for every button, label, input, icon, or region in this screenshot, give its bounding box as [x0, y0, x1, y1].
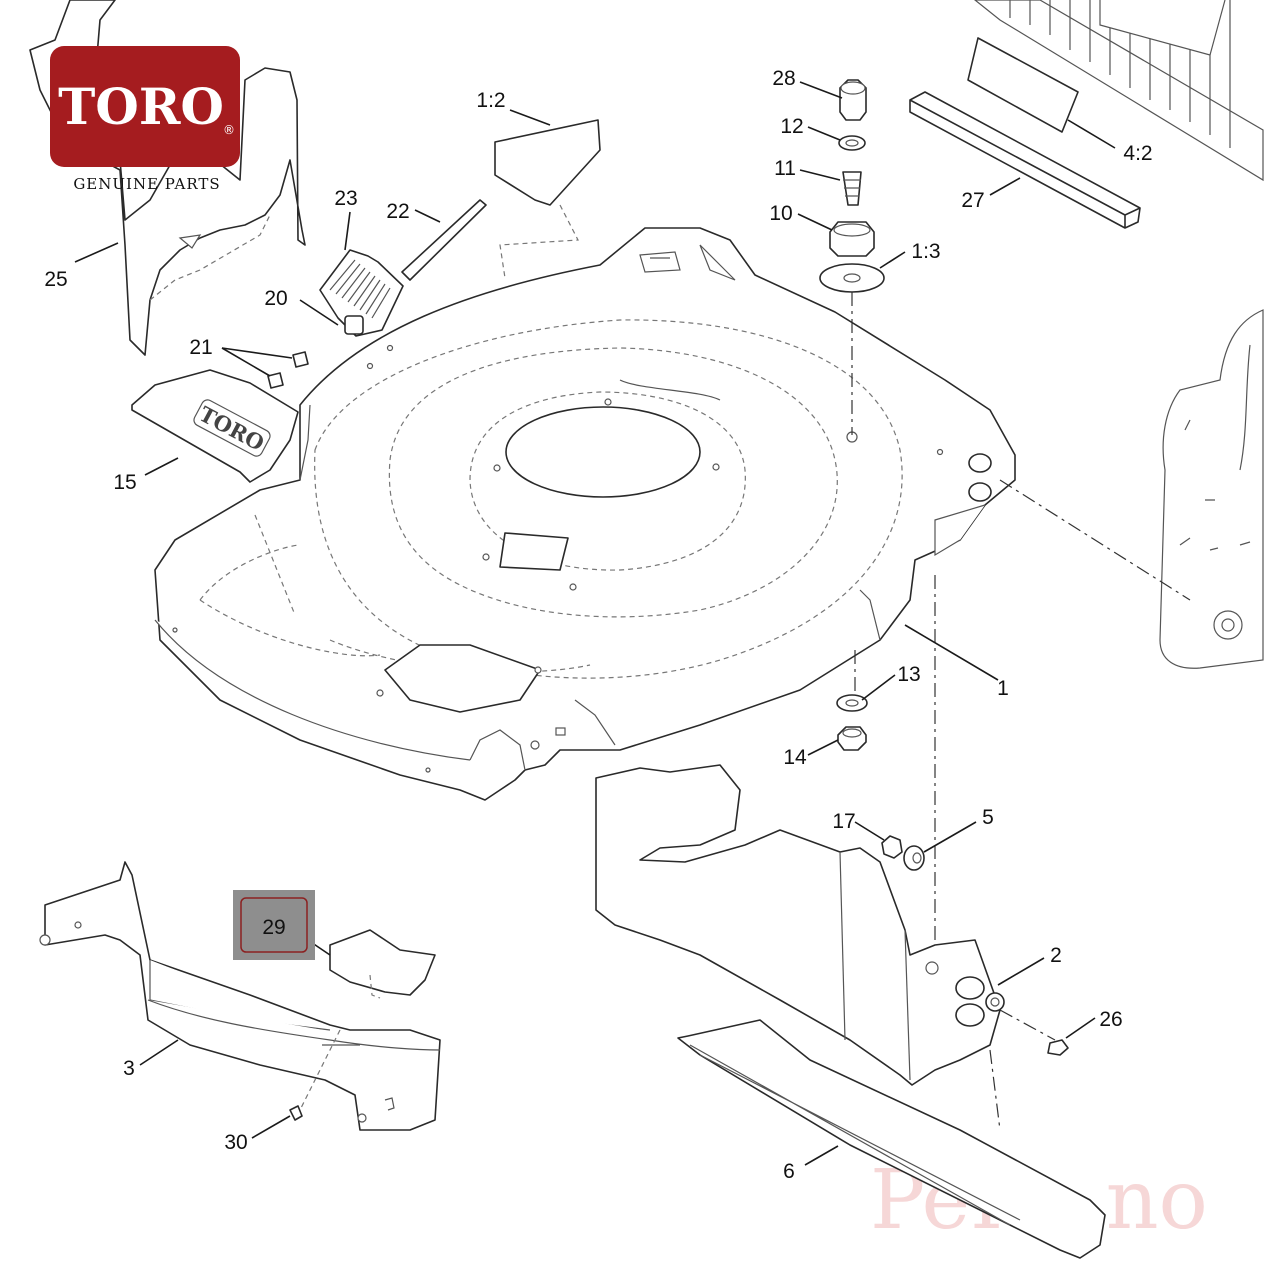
callout-6: 6 [783, 1160, 795, 1183]
callout-2: 2 [1050, 944, 1062, 967]
genuine-parts-tagline: GENUINE PARTS [73, 175, 220, 193]
screw-26 [1047, 1039, 1069, 1056]
deck-decal-15: TORO [131, 369, 299, 483]
callout-15: 15 [113, 471, 136, 494]
nut-17-spacer-5 [881, 835, 925, 871]
toro-brand-logo: TORO ® GENUINE PARTS [50, 46, 240, 193]
callout-1: 1 [997, 677, 1009, 700]
foam-strip-27 [909, 91, 1141, 229]
decal-29 [329, 929, 436, 996]
discharge-chute-2 [595, 764, 1005, 1086]
handle-frame-fragment [967, 0, 1264, 182]
registered-mark: ® [223, 123, 235, 137]
callout-20: 20 [264, 287, 287, 310]
rear-flap-25 [29, 0, 306, 356]
leader-lines [74, 81, 1116, 1166]
mower-deck-1 [154, 227, 1016, 801]
washer-13-nut-14 [836, 694, 868, 751]
highlight-box [233, 890, 315, 960]
callout-13: 13 [897, 663, 920, 686]
callout-30: 30 [224, 1131, 247, 1154]
callout-labels: 25 23 22 20 21 15 1:2 28 12 11 10 1:3 4:… [44, 67, 1152, 1183]
callout-26: 26 [1099, 1008, 1122, 1031]
callout-17: 17 [832, 810, 855, 833]
highlight-frame [240, 897, 308, 953]
callout-4-2: 4:2 [1123, 142, 1152, 165]
callout-1-2: 1:2 [476, 89, 505, 112]
highlighted-part-29[interactable]: 29 [233, 890, 315, 960]
screw-30 [289, 1105, 303, 1121]
rear-baffle-6 [677, 1019, 1106, 1259]
callout-14: 14 [783, 746, 807, 769]
callout-27: 27 [961, 189, 984, 212]
callout-3: 3 [123, 1057, 135, 1080]
logo-wordmark: TORO [58, 77, 224, 136]
callout-10: 10 [769, 202, 792, 225]
spring-latch-assembly [319, 199, 487, 337]
logo-badge [50, 46, 240, 167]
baffle-3 [39, 861, 441, 1131]
callout-12: 12 [780, 115, 803, 138]
wheel-height-knob-stack [819, 79, 885, 435]
callout-29: 29 [262, 916, 285, 939]
decal-1-2 [494, 119, 601, 206]
callout-11: 11 [774, 157, 796, 180]
callout-22: 22 [386, 200, 409, 223]
engine-housing-fragment [1159, 309, 1264, 669]
decal-4-2 [967, 37, 1079, 133]
callout-28: 28 [772, 67, 795, 90]
screws-21 [267, 351, 309, 389]
callout-23: 23 [334, 187, 357, 210]
callout-5: 5 [982, 806, 994, 829]
callout-25: 25 [44, 268, 67, 291]
callout-1-3: 1:3 [911, 240, 940, 263]
callout-21: 21 [189, 336, 212, 359]
